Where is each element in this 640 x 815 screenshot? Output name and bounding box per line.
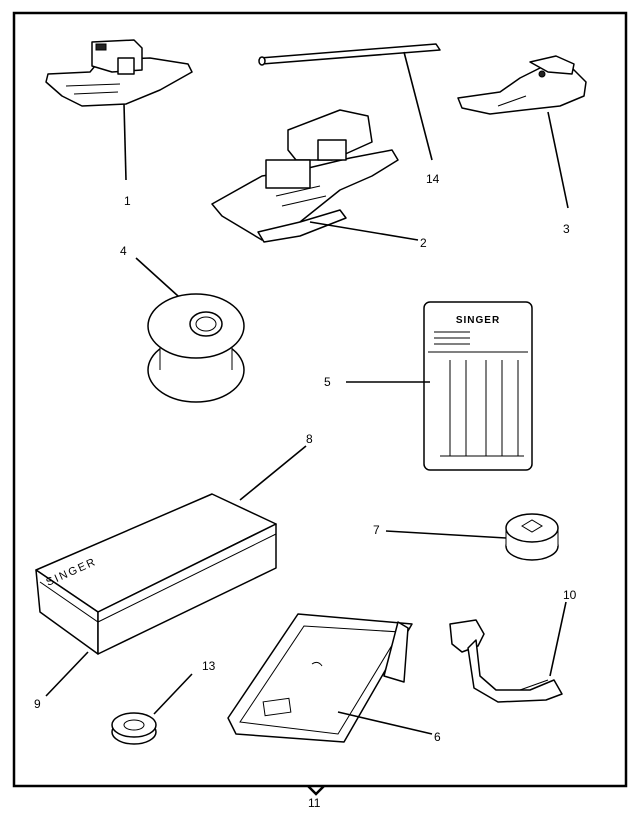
part-3-presser-foot bbox=[457, 55, 587, 115]
part-5-needle-pack: SINGER bbox=[423, 301, 533, 471]
label-10: 10 bbox=[563, 588, 577, 602]
part-6-feed-cover-plate bbox=[227, 613, 413, 743]
part-1-presser-foot bbox=[45, 39, 193, 107]
label-2: 2 bbox=[420, 236, 427, 250]
frame-notch bbox=[307, 785, 325, 796]
label-7: 7 bbox=[373, 523, 380, 537]
label-14: 14 bbox=[426, 172, 440, 186]
label-13: 13 bbox=[202, 659, 216, 673]
part-7-bobbin bbox=[505, 513, 559, 561]
part-8-9-accessory-box: SINGER bbox=[35, 493, 277, 655]
needle-pack-brand: SINGER bbox=[456, 315, 500, 326]
label-8: 8 bbox=[306, 432, 313, 446]
part-14-spool-pin bbox=[258, 43, 441, 66]
part-10-hemmer-foot bbox=[449, 619, 563, 703]
label-1: 1 bbox=[124, 194, 131, 208]
label-6: 6 bbox=[434, 730, 441, 744]
diagram-frame bbox=[12, 11, 628, 788]
label-3: 3 bbox=[563, 222, 570, 236]
part-4-bobbin bbox=[147, 293, 245, 403]
part-2-zipper-foot bbox=[211, 109, 399, 243]
label-5: 5 bbox=[324, 375, 331, 389]
label-4: 4 bbox=[120, 244, 127, 258]
label-9: 9 bbox=[34, 697, 41, 711]
label-11: 11 bbox=[308, 796, 321, 810]
part-13-washer bbox=[111, 712, 157, 745]
